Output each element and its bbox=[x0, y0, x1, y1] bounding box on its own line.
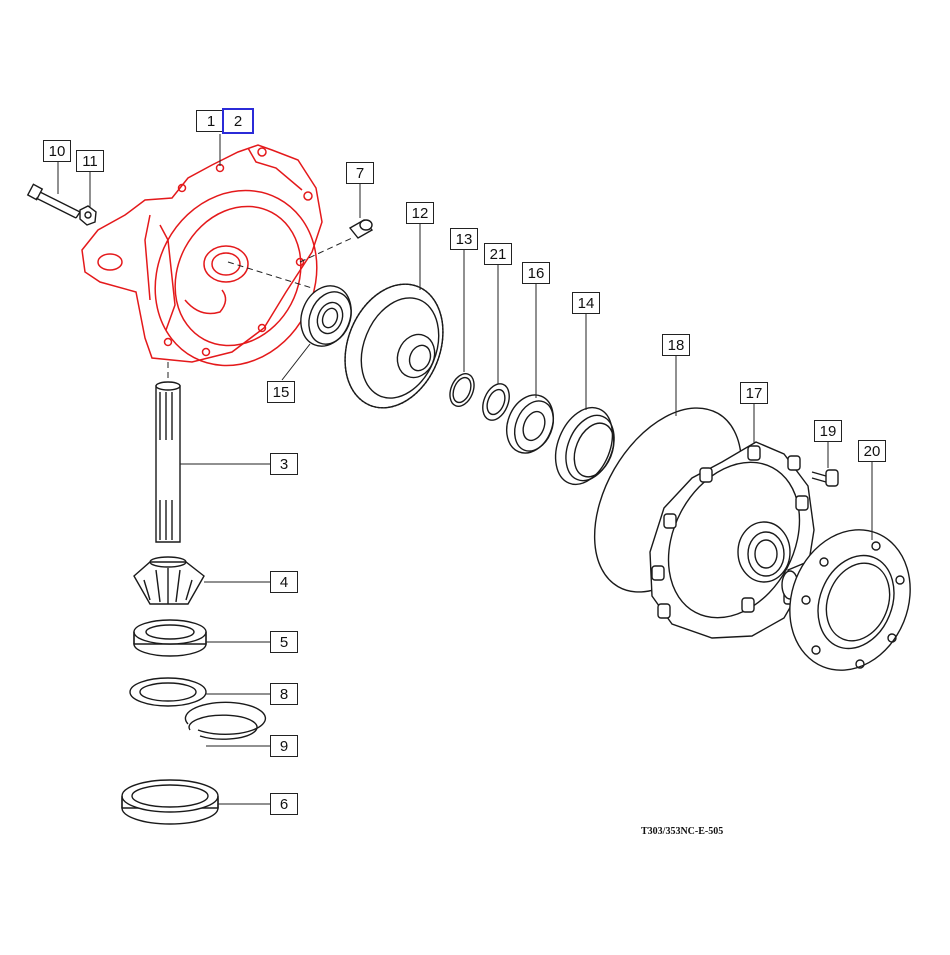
snap-ring-part[interactable] bbox=[445, 370, 478, 410]
nut-part[interactable] bbox=[79, 205, 97, 226]
circlip-part[interactable] bbox=[184, 701, 267, 740]
callout-3[interactable]: 3 bbox=[270, 453, 298, 475]
callout-17[interactable]: 17 bbox=[740, 382, 768, 404]
callout-8[interactable]: 8 bbox=[270, 683, 298, 705]
callout-15[interactable]: 15 bbox=[267, 381, 295, 403]
callout-4[interactable]: 4 bbox=[270, 571, 298, 593]
inner-bearing-part[interactable] bbox=[498, 388, 561, 460]
bottom-seal-part[interactable] bbox=[121, 779, 219, 825]
callout-20[interactable]: 20 bbox=[858, 440, 886, 462]
callout-9[interactable]: 9 bbox=[270, 735, 298, 757]
callout-6[interactable]: 6 bbox=[270, 793, 298, 815]
callout-12[interactable]: 12 bbox=[406, 202, 434, 224]
callout-10[interactable]: 10 bbox=[43, 140, 71, 162]
tapered-bearing-part[interactable] bbox=[133, 619, 207, 657]
callout-14[interactable]: 14 bbox=[572, 292, 600, 314]
seal-cup-part[interactable] bbox=[545, 399, 623, 493]
crown-gear-part[interactable] bbox=[327, 269, 460, 422]
callout-13[interactable]: 13 bbox=[450, 228, 478, 250]
assembly-axis bbox=[227, 261, 313, 289]
housing-part-highlighted[interactable] bbox=[81, 144, 347, 394]
callout-5[interactable]: 5 bbox=[270, 631, 298, 653]
bearing-part[interactable] bbox=[292, 278, 360, 353]
dowel-pin-part[interactable] bbox=[348, 219, 374, 239]
hub-carrier-part[interactable] bbox=[643, 439, 826, 640]
callout-19[interactable]: 19 bbox=[814, 420, 842, 442]
leader-lines bbox=[57, 134, 873, 805]
bevel-pinion-part[interactable] bbox=[133, 556, 205, 605]
callout-11[interactable]: 11 bbox=[76, 150, 104, 172]
drawing-reference-code: T303/353NC-E-505 bbox=[641, 826, 724, 837]
callout-18[interactable]: 18 bbox=[662, 334, 690, 356]
screw-part[interactable] bbox=[811, 469, 839, 487]
callout-7[interactable]: 7 bbox=[346, 162, 374, 184]
bolt-part[interactable] bbox=[26, 183, 81, 219]
washer-part[interactable] bbox=[478, 380, 514, 424]
callout-16[interactable]: 16 bbox=[522, 262, 550, 284]
callout-2-selected[interactable]: 2 bbox=[222, 108, 254, 134]
wheel-flange-part[interactable] bbox=[769, 512, 930, 689]
callout-21[interactable]: 21 bbox=[484, 243, 512, 265]
splined-shaft-part[interactable] bbox=[155, 381, 181, 543]
shim-part[interactable] bbox=[129, 677, 207, 707]
